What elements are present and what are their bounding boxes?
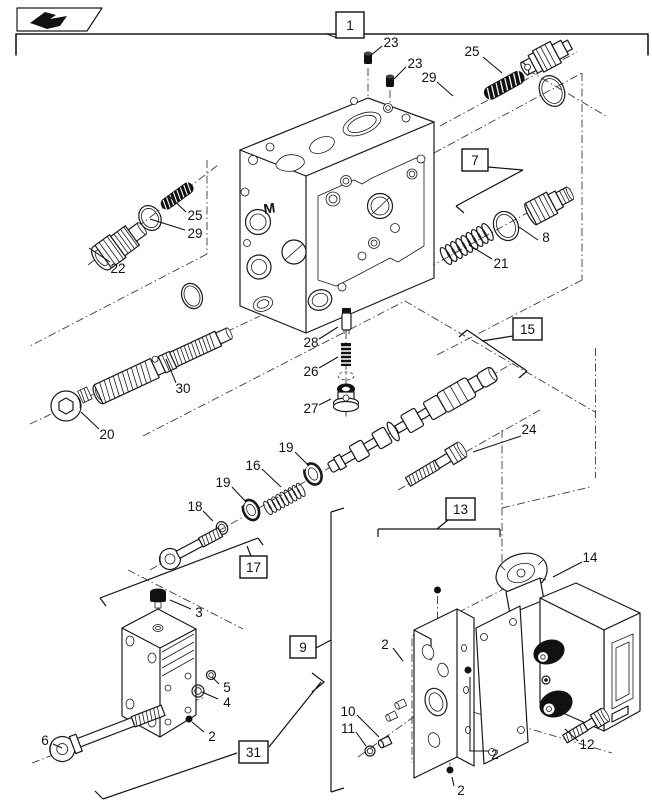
screw-17 xyxy=(158,527,224,571)
callout-19b: 19 xyxy=(215,475,230,490)
plug-27 xyxy=(332,383,360,413)
callout-23b: 23 xyxy=(407,56,422,71)
set-screw-23a xyxy=(364,51,372,64)
callout-23a: 23 xyxy=(383,35,398,50)
spring-25-top xyxy=(480,67,528,103)
callout-5: 5 xyxy=(223,680,231,695)
ref-box-31: 31 xyxy=(238,740,269,764)
ball-2-bottom xyxy=(446,766,454,774)
brand-flag-logo xyxy=(16,7,103,32)
callout-11: 11 xyxy=(341,721,355,736)
main-spool xyxy=(327,366,498,473)
bolt-12 xyxy=(562,707,610,744)
callout-18: 18 xyxy=(187,499,202,514)
callout-2c: 2 xyxy=(491,747,499,762)
plug-7 xyxy=(524,186,574,226)
ball-2-side xyxy=(464,666,472,674)
ref-box-1: 1 xyxy=(335,11,365,39)
svg-text:1: 1 xyxy=(346,18,354,33)
retainer-19b xyxy=(239,498,261,522)
boxed-ref-labels: 1 7 15 13 9 17 31 xyxy=(238,11,543,764)
cap-3 xyxy=(150,588,166,609)
plug-22 xyxy=(91,222,147,271)
bolt-24 xyxy=(404,441,468,487)
o-ring-11 xyxy=(364,745,376,757)
ref-box-15: 15 xyxy=(512,317,543,341)
set-screw-23b xyxy=(386,74,394,87)
leader-lines xyxy=(52,45,583,787)
ball-2a xyxy=(185,715,193,723)
callout-16: 16 xyxy=(245,458,260,473)
svg-text:31: 31 xyxy=(246,745,261,760)
callout-3: 3 xyxy=(195,605,203,620)
svg-text:13: 13 xyxy=(453,502,468,517)
callout-20: 20 xyxy=(99,427,114,442)
svg-text:17: 17 xyxy=(246,560,261,575)
spring-21 xyxy=(437,221,497,267)
o-ring-29-top xyxy=(538,75,566,107)
body-marking: M xyxy=(262,199,276,216)
o-ring-body-left xyxy=(180,282,204,310)
callout-29-left: 29 xyxy=(187,226,202,241)
o-ring-29-left xyxy=(138,204,162,232)
callout-4: 4 xyxy=(223,695,231,710)
callout-29-top: 29 xyxy=(421,70,436,85)
adjuster-30 xyxy=(92,327,233,405)
hex-plug-20 xyxy=(50,386,93,422)
callout-2b: 2 xyxy=(381,637,389,652)
callout-2a: 2 xyxy=(208,729,216,744)
o-ring-5 xyxy=(205,669,217,681)
callout-24: 24 xyxy=(521,422,537,437)
o-ring-4 xyxy=(191,684,205,698)
svg-text:7: 7 xyxy=(471,153,479,168)
o-ring-seat xyxy=(337,371,355,381)
ref-brackets xyxy=(94,166,528,800)
callout-27: 27 xyxy=(303,401,318,416)
spacer-plate xyxy=(413,608,475,779)
callout-21: 21 xyxy=(493,256,508,271)
callout-12: 12 xyxy=(579,737,594,752)
spring-26 xyxy=(341,343,351,366)
callout-28: 28 xyxy=(303,335,318,350)
retainer-19a xyxy=(301,462,323,486)
o-ring-8 xyxy=(492,210,520,242)
pin-10 xyxy=(377,735,393,749)
callout-30: 30 xyxy=(175,381,190,396)
svg-text:15: 15 xyxy=(520,322,535,337)
ref-box-13: 13 xyxy=(445,497,476,521)
ref-box-17: 17 xyxy=(239,555,268,579)
callout-25-top: 25 xyxy=(464,44,479,59)
callout-25-left: 25 xyxy=(187,208,202,223)
solenoid-valve-14 xyxy=(475,552,641,765)
callout-19a: 19 xyxy=(278,440,293,455)
callout-6: 6 xyxy=(41,733,49,748)
callout-2d: 2 xyxy=(457,783,465,798)
ref-box-7: 7 xyxy=(461,148,489,172)
callout-14: 14 xyxy=(582,550,598,565)
svg-text:9: 9 xyxy=(299,640,307,655)
callout-22: 22 xyxy=(110,261,125,276)
check-poppets xyxy=(385,698,408,722)
callout-26: 26 xyxy=(303,364,318,379)
end-cap-block xyxy=(121,608,197,738)
cartridge-plug-top xyxy=(520,39,573,76)
spring-16 xyxy=(261,481,308,517)
callout-labels: 23 23 29 25 8 21 22 25 29 30 20 28 26 27… xyxy=(41,35,598,798)
bolt-6 xyxy=(49,704,166,763)
group-boundaries xyxy=(29,72,596,763)
pin-28 xyxy=(341,308,352,334)
ref-box-9: 9 xyxy=(289,635,317,659)
ball-2-top xyxy=(434,586,441,594)
callout-8: 8 xyxy=(542,230,550,245)
valve-body: M xyxy=(239,97,435,334)
callout-10: 10 xyxy=(340,704,355,719)
